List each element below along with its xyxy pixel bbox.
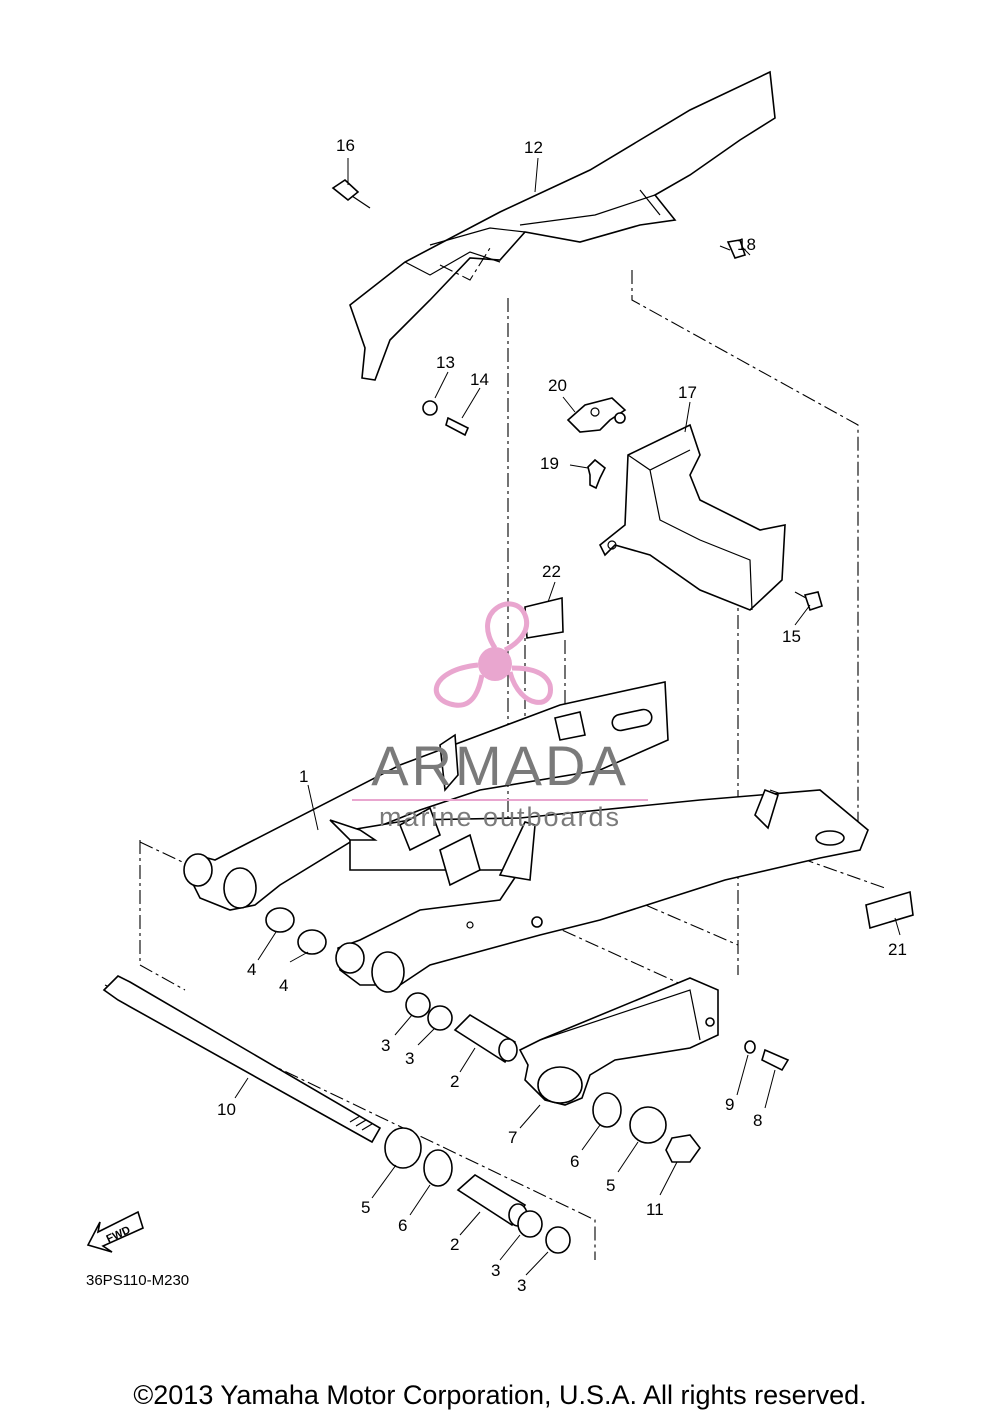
callout-1: 1	[299, 767, 308, 786]
callout-2a: 2	[450, 1072, 459, 1091]
armada-watermark: ARMADA marine outboards	[352, 601, 648, 832]
pin-19	[587, 458, 607, 490]
diagram-code: 36PS110-M230	[86, 1272, 190, 1289]
callout-3c: 3	[491, 1261, 500, 1280]
fwd-arrow-icon: FWD	[86, 1210, 144, 1253]
callout-6a: 6	[570, 1152, 579, 1171]
callout-5b: 5	[361, 1198, 370, 1217]
callout-5a: 5	[606, 1176, 615, 1195]
callout-8: 8	[753, 1111, 762, 1130]
callout-3d: 3	[517, 1276, 526, 1295]
callout-14: 14	[470, 370, 489, 389]
callout-3b: 3	[405, 1049, 414, 1068]
watermark-tagline: marine outboards	[379, 802, 621, 832]
chain-guard	[349, 70, 776, 381]
callout-9: 9	[725, 1095, 734, 1114]
swingarm	[183, 681, 869, 993]
callout-4b: 4	[279, 976, 288, 995]
callout-16: 16	[336, 136, 355, 155]
callout-labels: 16 12 18 13 14 20 17 19 22 15 1 21 4 4 3…	[217, 136, 907, 1295]
callout-15: 15	[782, 627, 801, 646]
chain-tensioner-arm	[518, 977, 719, 1106]
callout-10: 10	[217, 1100, 236, 1119]
callout-4a: 4	[247, 960, 256, 979]
propeller-logo-icon	[434, 601, 553, 708]
bracket-17	[598, 423, 786, 611]
callout-22: 22	[542, 562, 561, 581]
leader-lines	[234, 157, 901, 1276]
callout-7: 7	[508, 1128, 517, 1147]
label-plate-21	[865, 890, 914, 930]
callout-6b: 6	[398, 1216, 407, 1235]
callout-21: 21	[888, 940, 907, 959]
callout-19: 19	[540, 454, 559, 473]
callout-17: 17	[678, 383, 697, 402]
clamp-20	[566, 397, 627, 433]
callout-2b: 2	[450, 1235, 459, 1254]
callout-13: 13	[436, 353, 455, 372]
copyright-notice: ©2013 Yamaha Motor Corporation, U.S.A. A…	[133, 1380, 867, 1410]
label-plate-22	[524, 596, 564, 639]
callout-3a: 3	[381, 1036, 390, 1055]
watermark-brand: ARMADA	[371, 734, 629, 797]
callout-18: 18	[737, 235, 756, 254]
callout-20: 20	[548, 376, 567, 395]
callout-11: 11	[646, 1200, 664, 1219]
pivot-shaft	[102, 975, 382, 1144]
callout-12: 12	[524, 138, 543, 157]
collars	[265, 907, 701, 1254]
